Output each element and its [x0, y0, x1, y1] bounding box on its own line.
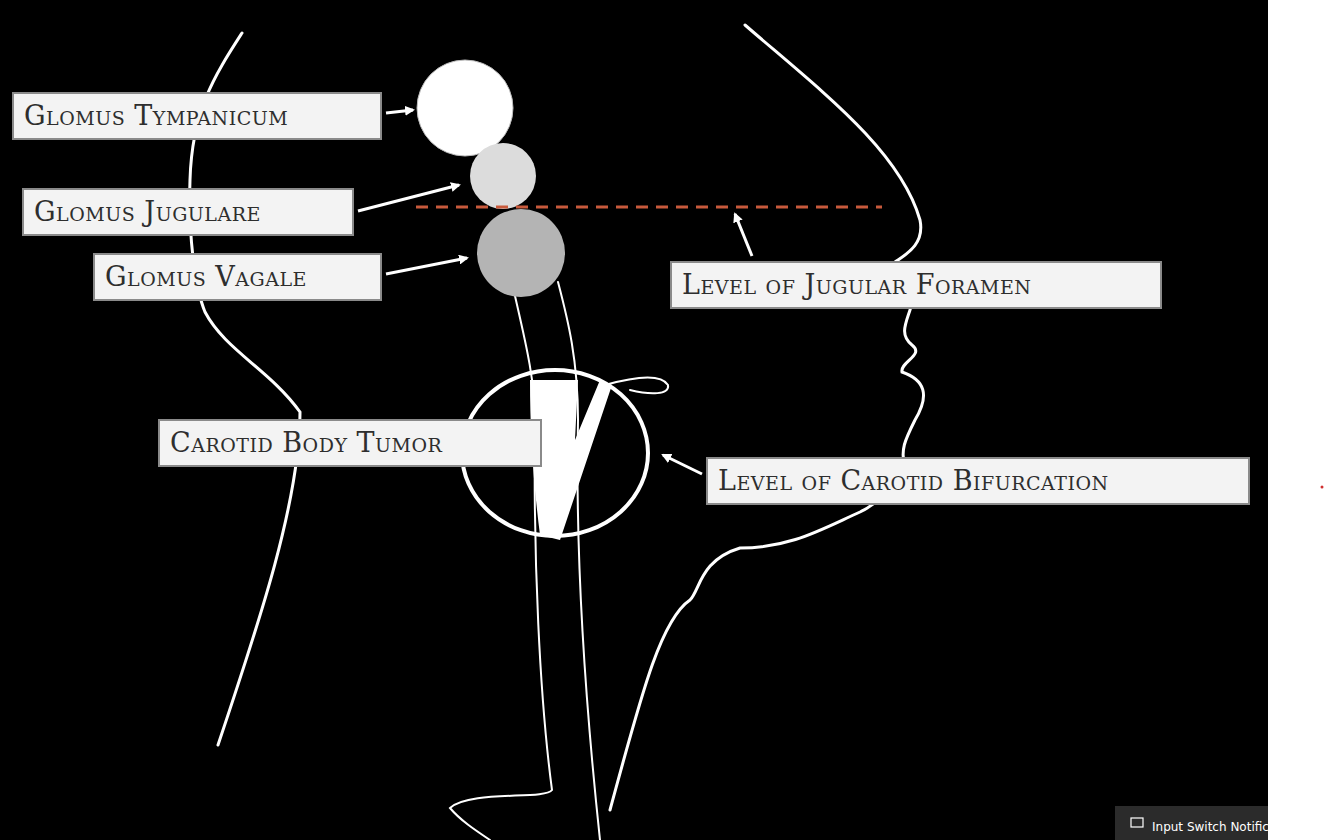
notification-icon	[1131, 818, 1143, 827]
glomus-jugulare-circle	[470, 143, 536, 209]
leader-arrow	[663, 455, 702, 474]
label-text: Level of Jugular Foramen	[682, 269, 1031, 300]
carotid-line	[558, 282, 600, 840]
label-text: Glomus Jugulare	[34, 196, 261, 227]
label-text: Level of Carotid Bifurcation	[718, 465, 1109, 496]
label-box: Glomus Jugulare	[22, 188, 354, 236]
label-box: Carotid Body Tumor	[158, 419, 542, 467]
label-text: Glomus Vagale	[105, 261, 307, 292]
side-strip	[1268, 0, 1325, 840]
label-text: Glomus Tympanicum	[24, 100, 288, 131]
carotid-bifurcation	[530, 380, 612, 540]
label-box: Glomus Vagale	[93, 253, 382, 301]
leader-arrow	[386, 258, 467, 274]
background	[0, 0, 1268, 840]
notification-tab	[1115, 806, 1268, 840]
glomus-vagale-circle	[477, 209, 565, 297]
internal-jugular-line	[450, 296, 552, 840]
notification-text: Input Switch Notificat	[1152, 820, 1266, 834]
leader-arrow	[735, 214, 752, 256]
glomus-tympanicum-circle	[417, 60, 513, 156]
label-box: Glomus Tympanicum	[12, 92, 382, 140]
dot	[1321, 486, 1324, 489]
leader-arrow	[358, 185, 459, 211]
face-profile-outline	[610, 25, 924, 810]
label-box: Level of Jugular Foramen	[670, 261, 1162, 309]
jugular-foramen-level-line	[416, 206, 882, 209]
leader-arrow	[386, 110, 413, 113]
label-box: Level of Carotid Bifurcation	[706, 457, 1250, 505]
label-text: Carotid Body Tumor	[170, 427, 442, 458]
